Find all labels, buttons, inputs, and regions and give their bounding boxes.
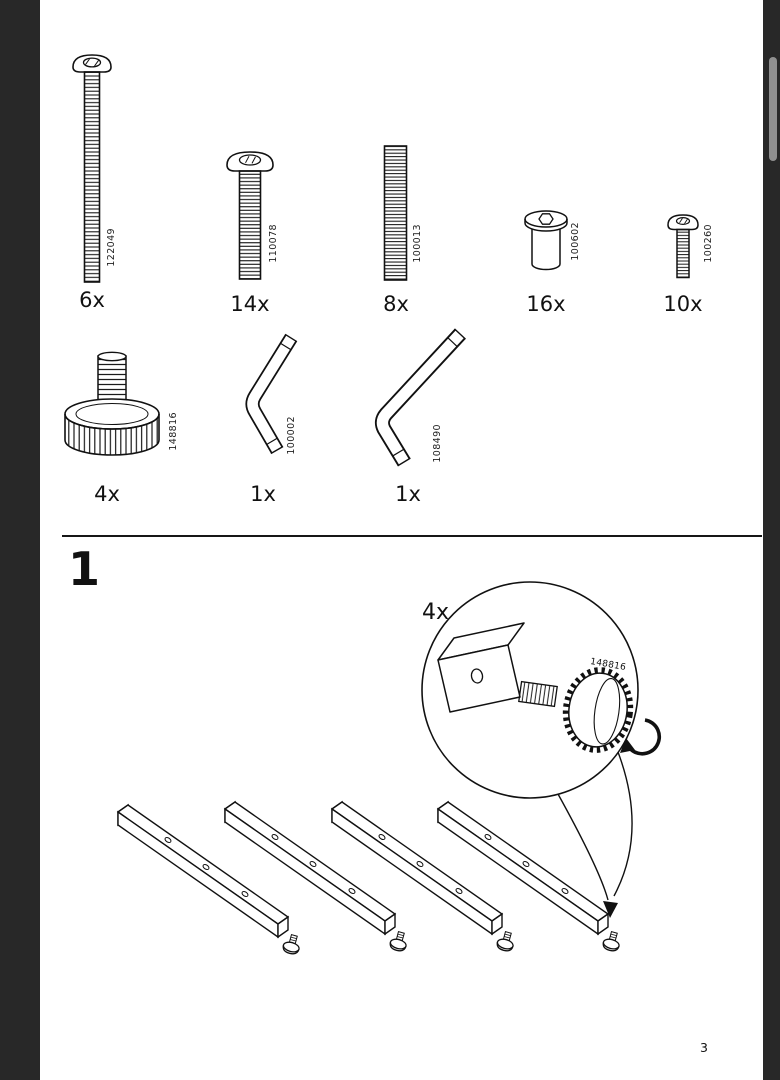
side-rail-2 <box>224 801 410 954</box>
callout-quantity: 4x <box>422 600 450 625</box>
hex-socket-icon <box>538 213 554 225</box>
allen-key-large-illustration <box>374 328 466 467</box>
part-number-label: 100260 <box>703 224 714 263</box>
rotate-arrow-icon <box>626 718 662 756</box>
step-number: 1 <box>68 542 101 596</box>
screw-hole <box>470 668 484 684</box>
allen-key-small-illustration <box>245 333 298 455</box>
part-number-label: 148816 <box>168 412 179 451</box>
part-number-label: 100002 <box>286 416 297 455</box>
callout-leader-line <box>613 751 633 897</box>
threaded-stud <box>97 355 127 405</box>
step1-figure <box>117 581 662 957</box>
part-quantity: 4x <box>94 482 120 506</box>
part-quantity: 14x <box>230 292 270 316</box>
part-number-label: 100602 <box>570 222 581 261</box>
part-number-label: 110078 <box>268 224 279 263</box>
part-quantity: 10x <box>663 292 703 316</box>
small-screw-illustration <box>667 214 699 279</box>
part-number-label: 108490 <box>432 424 443 463</box>
part-quantity: 1x <box>250 482 276 506</box>
part-quantity: 8x <box>383 292 409 316</box>
part-number-label: 100013 <box>412 224 423 263</box>
side-rail-4 <box>437 801 623 954</box>
threaded-rod-illustration <box>383 145 408 281</box>
side-rail-1 <box>117 804 303 957</box>
callout-leader-line <box>557 793 609 901</box>
hex-socket-icon <box>675 216 691 226</box>
part-quantity: 16x <box>526 292 566 316</box>
foot-knob <box>562 667 634 753</box>
adjustable-foot-illustration <box>64 351 160 456</box>
part-number-label: 122049 <box>106 228 117 267</box>
threaded-shaft <box>676 228 690 279</box>
sleeve-body <box>531 229 561 271</box>
foot-threaded-stud <box>518 680 558 708</box>
screw-head <box>667 214 699 231</box>
part-quantity: 6x <box>79 288 105 312</box>
knurled-side <box>64 413 160 456</box>
bolt-head <box>226 151 274 172</box>
section-divider <box>62 535 762 537</box>
side-rail-3 <box>331 801 517 954</box>
rotate-arrowhead-icon <box>620 738 635 753</box>
medium-bolt-illustration <box>226 151 274 280</box>
arrowhead-icon <box>603 901 618 918</box>
scrollbar-thumb[interactable] <box>769 57 777 161</box>
hex-socket-icon <box>238 154 262 166</box>
threaded-shaft <box>238 170 262 280</box>
threaded-shaft <box>383 145 408 281</box>
manual-page: 122049 6x 110078 14x 100013 8x <box>40 0 763 1080</box>
hex-socket-icon <box>82 57 102 68</box>
sleeve-nut-illustration <box>524 210 568 271</box>
bolt-head <box>72 54 112 73</box>
long-bolt-illustration <box>72 54 112 283</box>
part-quantity: 1x <box>395 482 421 506</box>
page-number: 3 <box>700 1040 708 1055</box>
threaded-shaft <box>83 71 101 283</box>
